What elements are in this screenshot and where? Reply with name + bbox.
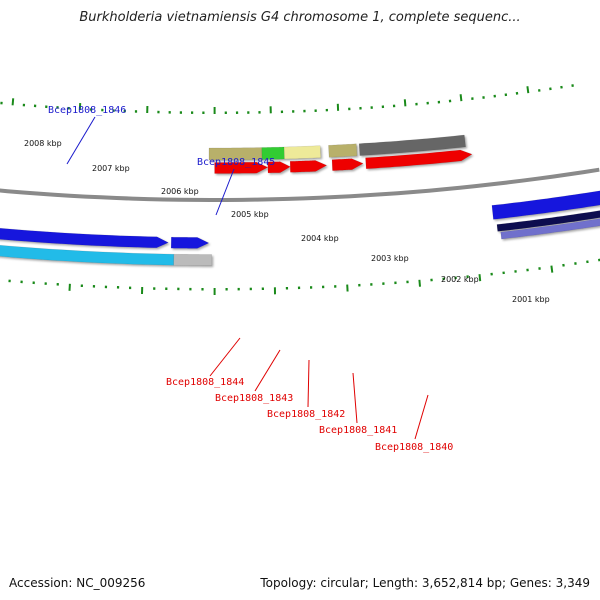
gene-bcep1808-1842[interactable] (283, 145, 321, 160)
ruler-label: 2003 kbp (371, 254, 409, 263)
gene-label-bottom[interactable]: Bcep1808_1841 (319, 425, 397, 436)
label-leader-line (66, 116, 96, 165)
gene-label-bottom[interactable]: Bcep1808_1842 (267, 409, 345, 420)
genome-summary-text: Topology: circular; Length: 3,652,814 bp… (260, 576, 590, 590)
label-leader-line (209, 337, 241, 377)
label-leader-line (215, 168, 235, 216)
gene-bcep1808-1841[interactable] (331, 158, 364, 171)
ruler-label: 2004 kbp (301, 234, 339, 243)
ruler-label: 2007 kbp (92, 164, 130, 173)
accession-text: Accession: NC_009256 (9, 576, 146, 590)
gene-silver[interactable] (173, 253, 212, 266)
label-leader-line (307, 359, 310, 408)
ruler-label: 2008 kbp (24, 139, 62, 148)
gene-label-bottom[interactable]: Bcep1808_1843 (215, 393, 293, 404)
ruler-label: 2005 kbp (231, 210, 269, 219)
gene-grey[interactable] (358, 134, 466, 156)
gene-lavender[interactable] (500, 218, 600, 240)
gene-label-bottom[interactable]: Bcep1808_1840 (375, 442, 453, 453)
gene-blue-small[interactable] (170, 236, 210, 249)
ruler-label: 2006 kbp (161, 187, 199, 196)
sequence-title: Burkholderia vietnamiensis G4 chromosome… (79, 10, 521, 25)
gene-red-mid[interactable] (289, 160, 328, 173)
ruler-major-tick (550, 265, 554, 273)
gene-blue-right[interactable] (491, 190, 600, 220)
gene-bcep1808-1845[interactable] (0, 226, 169, 249)
label-leader-line (254, 349, 281, 392)
gene-label-top[interactable]: Bcep1808_1846 (48, 105, 126, 116)
inner-ruler-ticks (0, 84, 574, 114)
ruler-major-tick (459, 94, 463, 102)
outer-ruler-ticks (8, 258, 600, 295)
ruler-major-tick (403, 99, 407, 107)
chromosome-backbone (0, 167, 600, 202)
gene-olive-small[interactable] (328, 143, 358, 158)
ruler-major-tick (11, 98, 15, 106)
ruler-major-tick (418, 279, 421, 287)
ruler-label: 2002 kbp (441, 275, 479, 284)
gene-bcep1808-1840[interactable] (365, 149, 473, 170)
ruler-major-tick (478, 274, 482, 282)
gene-bcep1808-1844[interactable] (214, 161, 269, 174)
gene-label-top[interactable]: Bcep1808_1845 (197, 157, 275, 168)
gene-navy[interactable] (496, 210, 600, 232)
ruler-major-tick (526, 86, 530, 94)
gene-label-bottom[interactable]: Bcep1808_1844 (166, 377, 244, 388)
label-leader-line (414, 394, 429, 440)
ruler-label: 2001 kbp (512, 295, 550, 304)
label-leader-line (352, 372, 358, 424)
gene-red-small[interactable] (267, 161, 291, 174)
